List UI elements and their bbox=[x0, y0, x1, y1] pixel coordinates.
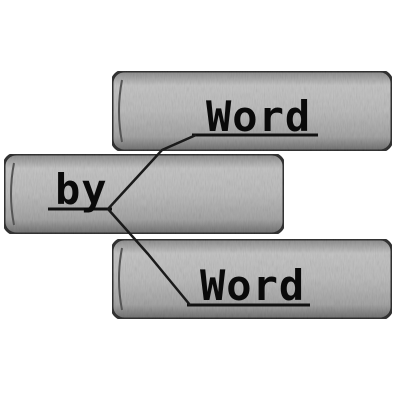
middle-book: by bbox=[2, 152, 286, 236]
connector-lines bbox=[107, 133, 197, 306]
top-book-spine bbox=[110, 69, 394, 153]
connector-to-top bbox=[107, 133, 197, 210]
top-book: Word bbox=[110, 69, 394, 153]
bottom-book-spine bbox=[110, 237, 394, 321]
middle-word: by bbox=[55, 165, 108, 214]
middle-book-spine bbox=[2, 152, 286, 236]
bottom-word: Word bbox=[200, 261, 305, 310]
bottom-book: Word bbox=[110, 237, 394, 321]
connector-to-bottom bbox=[107, 208, 191, 306]
top-word: Word bbox=[206, 92, 311, 141]
